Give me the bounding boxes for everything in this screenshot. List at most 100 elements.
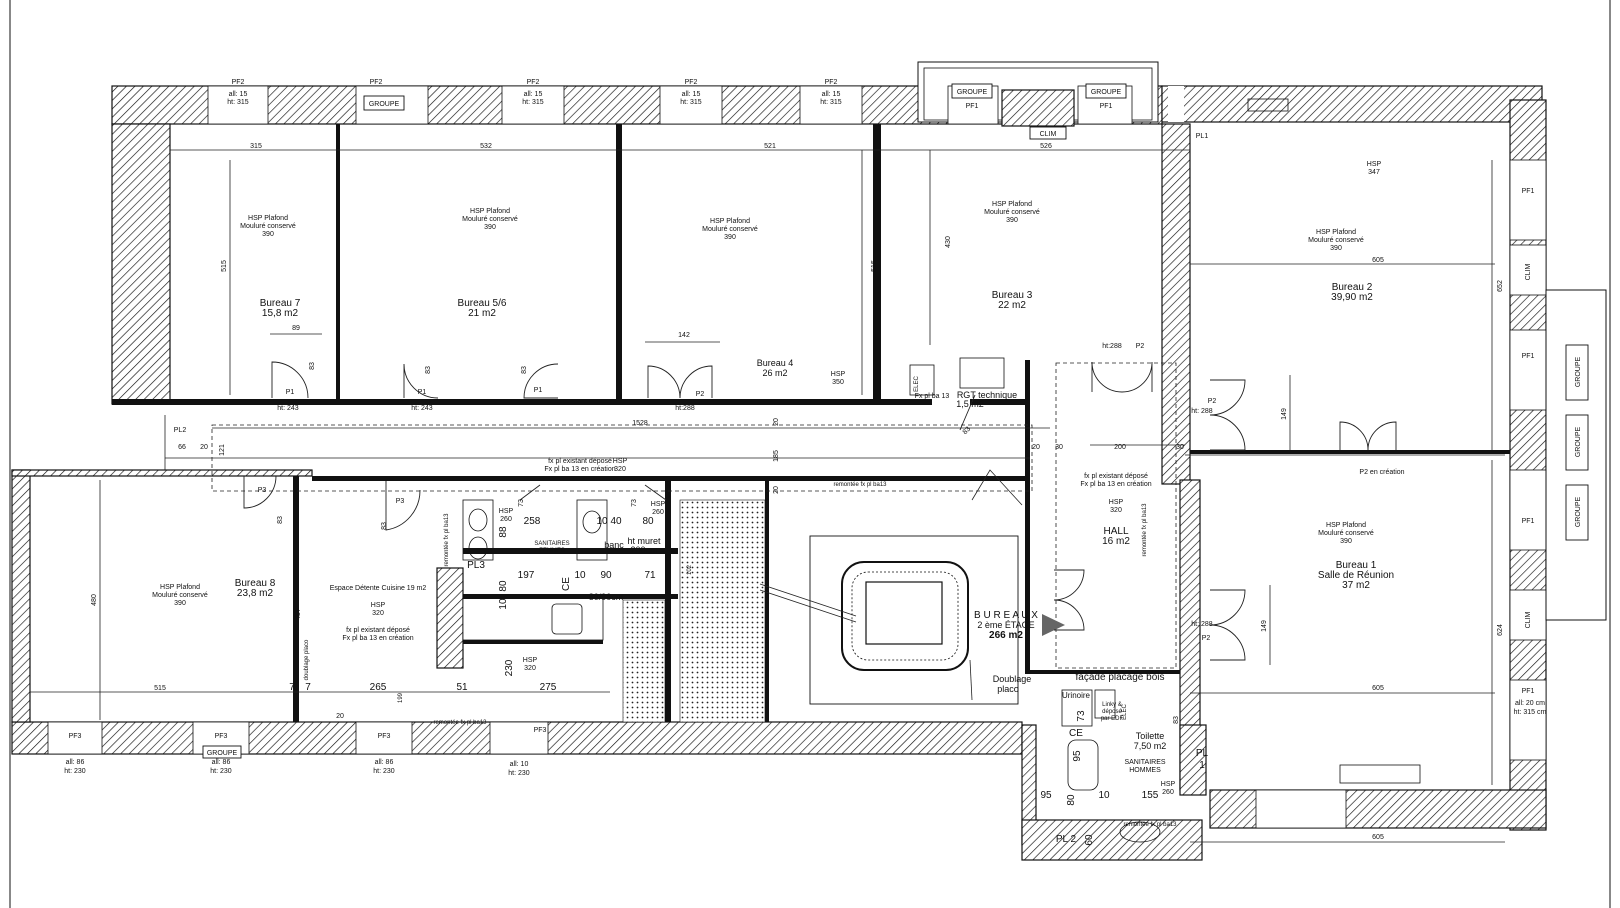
pl-label: 1 bbox=[1199, 760, 1205, 771]
linky-label: Linky & bbox=[1102, 702, 1122, 708]
room-hsp-label: 260 bbox=[1162, 789, 1174, 796]
muret-label: 200cm bbox=[630, 545, 657, 555]
dimension-label: 83 bbox=[309, 362, 316, 370]
pl-label: PL bbox=[1196, 748, 1209, 759]
room-hsp-label: 390 bbox=[724, 234, 736, 241]
dimension-label: 73 bbox=[518, 499, 525, 507]
room-name: Bureau 2 bbox=[1332, 282, 1373, 293]
dimension-label: 7 bbox=[289, 682, 295, 693]
misc-labels: P1 ht: 243 P1 ht: 243 P1 P2 ht:288 ht:28… bbox=[174, 343, 1405, 845]
room-bureau-4: HSP Plafond Mouluré conservé 390 Bureau … bbox=[702, 218, 845, 386]
room-hsp-label: HSP bbox=[831, 371, 846, 378]
window-pf-label: PF1 bbox=[1100, 103, 1113, 110]
door-label: P3 bbox=[396, 498, 405, 505]
dimension-label: 605 bbox=[1372, 257, 1384, 264]
clim-label: CLIM bbox=[1040, 131, 1057, 138]
summary-area: 266 m2 bbox=[989, 630, 1023, 641]
room-area: 15,8 m2 bbox=[262, 308, 299, 319]
remontee-vertical-label: remontée fx pl ba13 bbox=[444, 513, 450, 567]
room-hsp-label: Mouluré conservé bbox=[1318, 530, 1374, 537]
dimension-label: 20 bbox=[200, 444, 208, 451]
dimension-label: 199 bbox=[398, 692, 404, 703]
window-ht-label: ht: 230 bbox=[373, 768, 395, 775]
window-pf-label: PF3 bbox=[69, 733, 82, 740]
room-hsp-label: 390 bbox=[1330, 245, 1342, 252]
door-height-label: ht:288 bbox=[1102, 343, 1122, 350]
window-pf-label: PF2 bbox=[232, 79, 245, 86]
dimension-label: 121 bbox=[219, 444, 226, 456]
dimension-label: 652 bbox=[1497, 280, 1504, 292]
groupe-label: GROUPE bbox=[207, 750, 238, 757]
dimension-label: 20 bbox=[336, 713, 344, 720]
room-sanitaires-femmes: SANITAIRES FEMMES HSP 260 HSP 260 bbox=[499, 501, 666, 554]
dimension-label: 80 bbox=[498, 580, 509, 592]
summary-floor: 2 ème ÉTAGE bbox=[977, 620, 1034, 630]
window-all-label: all: 86 bbox=[66, 759, 85, 766]
banc-label: banc bbox=[604, 540, 624, 550]
window-pf-label: PF2 bbox=[685, 79, 698, 86]
bottom-window-labels: PF3 all: 86 ht: 230 PF3 GROUPE all: 86 h… bbox=[64, 720, 546, 777]
dimension-label: 315 bbox=[250, 143, 262, 150]
dimension-label: 80 bbox=[642, 516, 654, 527]
dimension-label: 102 bbox=[687, 564, 693, 575]
window-pf-label: PF2 bbox=[527, 79, 540, 86]
room-name: Espace Détente Cuisine 19 m2 bbox=[330, 585, 427, 592]
clim-label: CLIM bbox=[1525, 263, 1532, 280]
dimension-label: 230 bbox=[504, 659, 515, 676]
dimension-label: 149 bbox=[1261, 620, 1268, 632]
sanitaires-label: FEMMES bbox=[539, 548, 565, 554]
door-height-label: ht: 243 bbox=[411, 405, 433, 412]
door-label: P2 bbox=[1208, 398, 1217, 405]
room-fx-label: fx pl existant déposé bbox=[346, 627, 410, 634]
window-ht-label: ht: 315 bbox=[227, 99, 249, 106]
room-hsp-label: 320 bbox=[614, 466, 626, 473]
dimension-label: 265 bbox=[370, 682, 387, 693]
dimension-label: 430 bbox=[945, 236, 952, 248]
room-hsp-label: Mouluré conservé bbox=[1308, 237, 1364, 244]
door-height-label: ht: 288 bbox=[1191, 408, 1213, 415]
room-hsp-label: HSP Plafond bbox=[1326, 522, 1366, 529]
room-area: 26 m2 bbox=[762, 368, 787, 378]
dimension-label: 10 bbox=[596, 516, 608, 527]
room-hsp-label: 350 bbox=[832, 379, 844, 386]
window-pf-label: PF1 bbox=[1522, 518, 1535, 525]
room-hsp-label: Mouluré conservé bbox=[984, 209, 1040, 216]
room-hsp-label: HSP Plafond bbox=[248, 215, 288, 222]
room-area: 21 m2 bbox=[468, 308, 496, 319]
room-hsp-label: 347 bbox=[1368, 169, 1380, 176]
doublage-label: placo bbox=[997, 684, 1019, 694]
room-fx-label: Fx pl ba 13 en création bbox=[544, 466, 615, 473]
dimension-label: 30 bbox=[1055, 444, 1063, 451]
room-area: 39,90 m2 bbox=[1331, 292, 1373, 303]
room-hsp-label: Mouluré conservé bbox=[462, 216, 518, 223]
window-pf-label: PF2 bbox=[370, 79, 383, 86]
dimension-label: 90 bbox=[600, 570, 612, 581]
dimension-label: 457 bbox=[295, 608, 302, 620]
window-ht-label: ht: 230 bbox=[508, 770, 530, 777]
dimension-label: 20 bbox=[773, 418, 780, 426]
window-all-label: all: 10 bbox=[510, 761, 529, 768]
dimension-label: 515 bbox=[221, 260, 228, 272]
window-ht-label: ht: 315 bbox=[522, 99, 544, 106]
room-hsp-label: 390 bbox=[262, 231, 274, 238]
window-ht-label: ht: 315 cm bbox=[1514, 709, 1547, 716]
dimension-label: 73 bbox=[1076, 710, 1087, 722]
pl2-label: PL2 bbox=[174, 427, 187, 434]
dimension-label: 526 bbox=[1040, 143, 1052, 150]
room-cuisine: Espace Détente Cuisine 19 m2 HSP 320 fx … bbox=[330, 585, 427, 642]
room-bureau-7: HSP Plafond Mouluré conservé 390 Bureau … bbox=[240, 215, 301, 319]
room-toilette: Toilette 7,50 m2 SANITAIRES HOMMES HSP 2… bbox=[1124, 731, 1175, 796]
room-hsp-label: Mouluré conservé bbox=[702, 226, 758, 233]
room-hsp-label: 390 bbox=[484, 224, 496, 231]
dimension-label: 258 bbox=[524, 516, 541, 527]
room-fx-label: Fx pl ba 13 en création bbox=[342, 635, 413, 642]
window-pf-label: PF3 bbox=[215, 733, 228, 740]
dimension-label: 10 bbox=[498, 598, 509, 610]
room-hsp-label: HSP bbox=[1109, 499, 1124, 506]
room-hsp-label: HSP bbox=[1161, 781, 1176, 788]
dimension-label: 142 bbox=[678, 332, 690, 339]
remontee-label: remontée fx pl ba13 bbox=[1123, 822, 1177, 828]
stair-areas bbox=[622, 469, 1065, 723]
dimension-label: 71 bbox=[644, 570, 656, 581]
room-hsp-label: HSP Plafond bbox=[710, 218, 750, 225]
